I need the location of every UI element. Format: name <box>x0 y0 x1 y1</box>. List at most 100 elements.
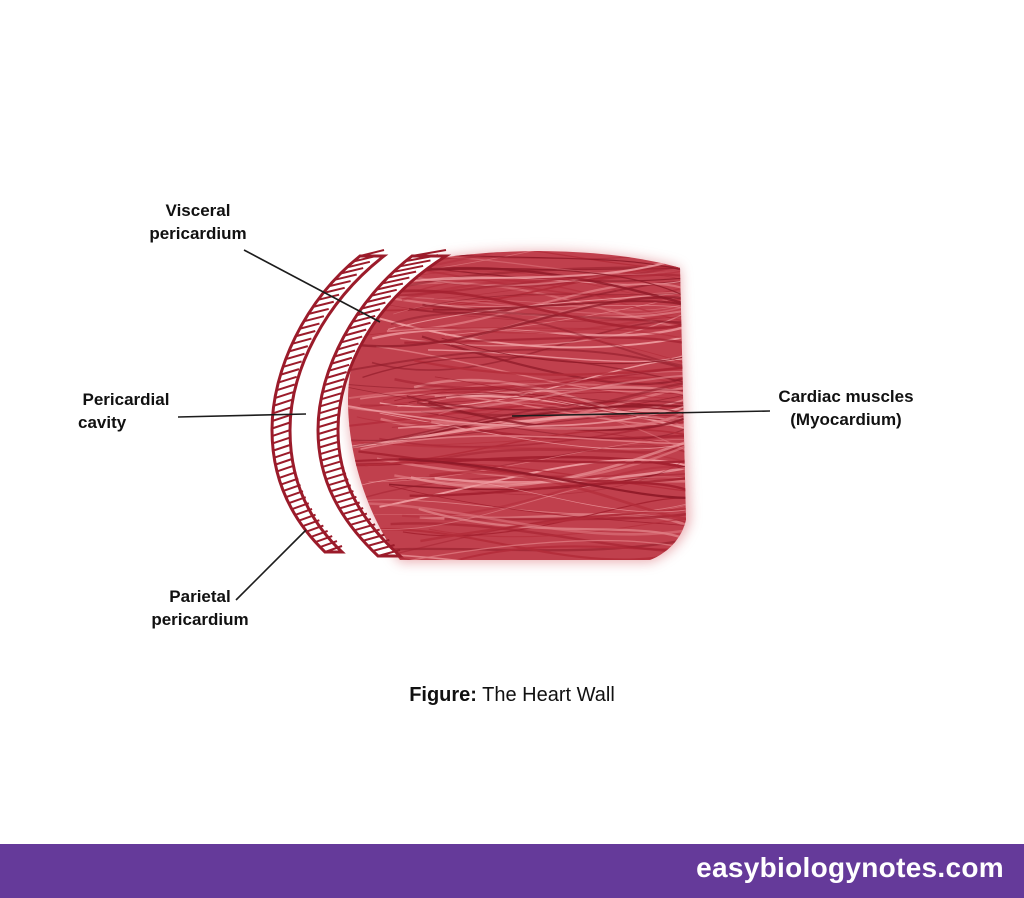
membrane-hatch-stroke <box>272 443 292 452</box>
membrane-hatch-stroke <box>323 378 345 387</box>
muscle-fiber <box>395 326 686 344</box>
membrane-hatch-stroke <box>298 513 316 522</box>
muscle-fiber <box>360 391 686 406</box>
membrane-hatch-stroke <box>361 301 386 310</box>
leader-cardiac <box>511 410 771 417</box>
footer-site-name[interactable]: easybiologynotes.com <box>696 852 1004 883</box>
label-parietal-pericardium: Parietal pericardium <box>140 585 260 631</box>
parietal-pericardium-layer <box>270 249 389 554</box>
label-parietal-line1: Parietal <box>169 587 231 606</box>
leader-visceral <box>243 249 381 323</box>
figure-caption: Figure: The Heart Wall <box>0 684 1024 707</box>
membrane-hatch-stroke <box>320 453 342 462</box>
muscle-fiber <box>403 267 686 306</box>
membrane-hatch-stroke <box>340 267 364 275</box>
membrane-hatch-stroke <box>319 447 341 456</box>
membrane-hatch-stroke <box>315 535 333 543</box>
muscle-fiber <box>348 476 686 530</box>
membrane-hatch-stroke <box>365 295 392 304</box>
membrane-hatch-stroke <box>322 460 343 468</box>
muscle-fiber <box>348 409 686 450</box>
membrane-hatch-stroke <box>381 276 410 285</box>
muscle-fiber <box>398 458 686 500</box>
membrane-hatch-stroke <box>274 391 294 399</box>
muscle-fiber <box>360 435 686 450</box>
membrane-hatch-stroke <box>372 544 395 552</box>
membrane-hatch-stroke <box>362 533 385 542</box>
muscle-fiber <box>348 348 686 375</box>
membrane-hatch-stroke <box>353 523 376 532</box>
membrane-hatch-stroke <box>328 363 350 372</box>
muscle-fiber <box>420 507 686 543</box>
membrane-hatch-stroke <box>323 466 345 475</box>
membrane-hatch-stroke <box>331 356 353 365</box>
membrane-hatch-stroke <box>317 427 339 436</box>
membrane-hatch-stroke <box>285 352 305 361</box>
muscle-fiber <box>356 376 686 424</box>
membrane-hatch-stroke <box>278 375 298 384</box>
membrane-hatch-stroke <box>308 307 329 315</box>
muscle-fiber <box>373 262 686 288</box>
muscle-fiber <box>407 288 686 312</box>
membrane-hatch-stroke <box>376 282 404 291</box>
muscle-fiber <box>441 337 686 365</box>
membrane-hatch-stroke <box>288 496 307 505</box>
membrane-hatch-stroke <box>273 398 293 407</box>
muscle-fiber <box>348 414 686 441</box>
membrane-hatch-stroke <box>367 538 390 547</box>
membrane-hatch-stroke <box>332 490 354 499</box>
muscle-fiber <box>348 428 686 466</box>
muscle-fiber <box>351 328 686 369</box>
caption-prefix: Figure: <box>409 684 477 706</box>
membrane-hatch-stroke <box>291 502 310 511</box>
membrane-hatch-stroke <box>273 450 293 459</box>
muscle-fiber <box>409 409 686 439</box>
membrane-hatch-stroke <box>282 360 302 368</box>
membrane-hatch-stroke <box>346 260 371 269</box>
muscle-fiber <box>400 304 686 347</box>
membrane-hatch-stroke <box>318 406 340 415</box>
muscle-fiber <box>379 358 686 408</box>
membrane-hatch-stroke <box>271 414 291 422</box>
membrane-hatch-stroke <box>326 371 347 379</box>
membrane-hatch-stroke <box>306 524 324 533</box>
membrane-hatch-stroke <box>312 300 334 308</box>
membrane-hatch-stroke <box>291 337 312 345</box>
membrane-hatch-stroke <box>294 508 313 516</box>
muscle-fiber <box>378 442 686 467</box>
muscle-fiber <box>394 365 686 390</box>
membrane-hatch-stroke <box>328 280 351 288</box>
membrane-hatch-stroke <box>272 406 292 415</box>
membrane-hatch-stroke <box>318 440 340 449</box>
muscle-fiber <box>392 539 686 561</box>
membrane-hatch-stroke <box>303 315 325 323</box>
label-cardiac-muscles: Cardiac muscles (Myocardium) <box>766 385 926 431</box>
leader-lines <box>177 249 771 601</box>
membrane-hatch-stroke <box>317 293 340 301</box>
membrane-hatch-stroke <box>310 529 328 538</box>
membrane-hatch-stroke <box>278 471 297 480</box>
muscle-fiber <box>410 436 686 488</box>
membrane-hatch-stroke <box>359 249 385 257</box>
membrane-hatch-stroke <box>337 342 359 351</box>
membrane-hatch-stroke <box>324 545 343 553</box>
footer-banner: easybiologynotes.com <box>0 844 1024 898</box>
membrane-hatch-stroke <box>271 421 291 430</box>
leader-parietal <box>235 529 307 601</box>
muscle-fiber <box>350 477 686 513</box>
muscle-fiber <box>417 279 686 324</box>
muscle-fiber <box>354 296 686 348</box>
membrane-hatch-stroke <box>356 308 381 317</box>
membrane-hatch-stroke <box>348 321 371 330</box>
muscle-fiber <box>376 345 686 393</box>
membrane-hatch-stroke <box>333 349 356 358</box>
membrane-hatch-stroke <box>399 259 431 268</box>
membrane-hatch-stroke <box>342 507 364 516</box>
membrane-hatch-stroke <box>346 512 368 521</box>
membrane-hatch-stroke <box>393 264 424 273</box>
label-parietal-line2: pericardium <box>151 610 249 629</box>
muscle-fiber <box>401 263 686 302</box>
membrane-hatch-stroke <box>318 413 339 422</box>
membrane-hatch-stroke <box>405 254 439 263</box>
membrane-hatch-stroke <box>271 429 291 437</box>
